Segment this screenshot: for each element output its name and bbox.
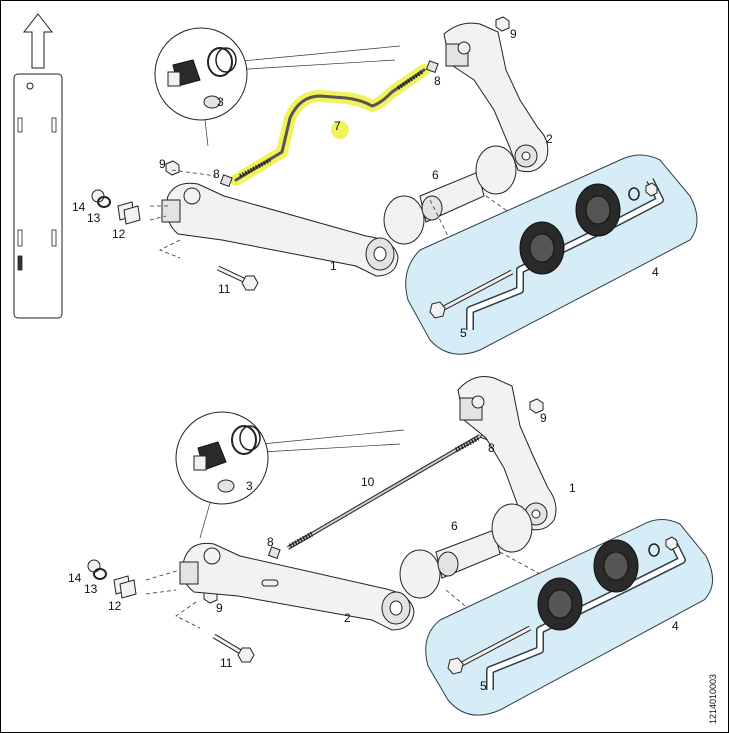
document-id: 1214010003 — [708, 674, 718, 724]
part-11-bolt — [216, 265, 259, 291]
callout-b13: 13 — [84, 582, 98, 596]
part-7-rod-highlighted — [230, 64, 430, 186]
part-12-clip-bottom — [113, 575, 137, 599]
nut-8-top-right — [425, 60, 439, 74]
callout-t5: 5 — [460, 326, 467, 340]
part-11-bolt-bottom — [212, 633, 255, 663]
callout-b9b: 9 — [216, 601, 223, 615]
callout-t12: 12 — [112, 227, 126, 241]
callout-b6: 6 — [451, 519, 458, 533]
part-2-lower-arm-bottom — [179, 542, 415, 631]
nut-8-bottom-left — [267, 546, 281, 560]
callout-t6: 6 — [432, 168, 439, 182]
nut-9-bottom-right — [529, 398, 544, 414]
part-12-clip — [117, 201, 141, 225]
callout-b4: 4 — [672, 619, 679, 633]
callout-t1: 1 — [330, 259, 337, 273]
nut-9-top-left — [165, 160, 180, 176]
callout-b1: 1 — [569, 481, 576, 495]
part-6-sleeve-bottom — [399, 503, 533, 599]
callout-labels: 9 8 3 7 2 9 8 6 14 13 12 1 4 11 5 9 9 8 … — [68, 27, 679, 693]
part-13-washer-bottom — [93, 568, 107, 580]
callout-t8a: 8 — [213, 167, 220, 181]
callout-t9b: 9 — [510, 27, 517, 41]
callout-t8b: 8 — [434, 74, 441, 88]
callout-b14: 14 — [68, 571, 82, 585]
callout-b11: 11 — [220, 656, 233, 670]
callout-t14: 14 — [72, 200, 86, 214]
part-2-upper-arm — [443, 22, 549, 173]
part-1-upper-arm-bottom — [457, 376, 557, 531]
callout-t3: 3 — [217, 95, 224, 109]
nut-9-top-right — [495, 16, 510, 32]
callout-b8b: 8 — [267, 535, 274, 549]
part-4-repair-kit-panel-bottom — [425, 519, 713, 716]
part-1-lower-arm — [161, 182, 399, 277]
callout-t11: 11 — [218, 282, 231, 296]
nut-8-top-left — [219, 174, 233, 188]
bottom-assembly — [87, 376, 713, 716]
callout-b5: 5 — [480, 679, 487, 693]
callout-t7: 7 — [334, 119, 341, 133]
bushing-detail-bubble-bottom — [175, 411, 405, 539]
callout-b10: 10 — [361, 475, 375, 489]
chassis-frame-icon — [13, 73, 63, 319]
part-4-repair-kit-panel — [405, 154, 698, 355]
callout-b9a: 9 — [540, 411, 547, 425]
part-10-rod — [286, 434, 482, 550]
callout-t13: 13 — [87, 211, 101, 225]
callout-b8a: 8 — [488, 441, 495, 455]
part-13-washer — [97, 196, 111, 208]
up-arrow-icon — [22, 13, 54, 69]
bushing-detail-bubble — [154, 27, 401, 147]
top-assembly — [91, 16, 698, 355]
callout-b12: 12 — [108, 599, 122, 613]
callout-b2: 2 — [344, 611, 351, 625]
callout-t2: 2 — [546, 132, 553, 146]
callout-b3: 3 — [246, 479, 253, 493]
callout-t9a: 9 — [159, 157, 166, 171]
callout-t4: 4 — [652, 265, 659, 279]
